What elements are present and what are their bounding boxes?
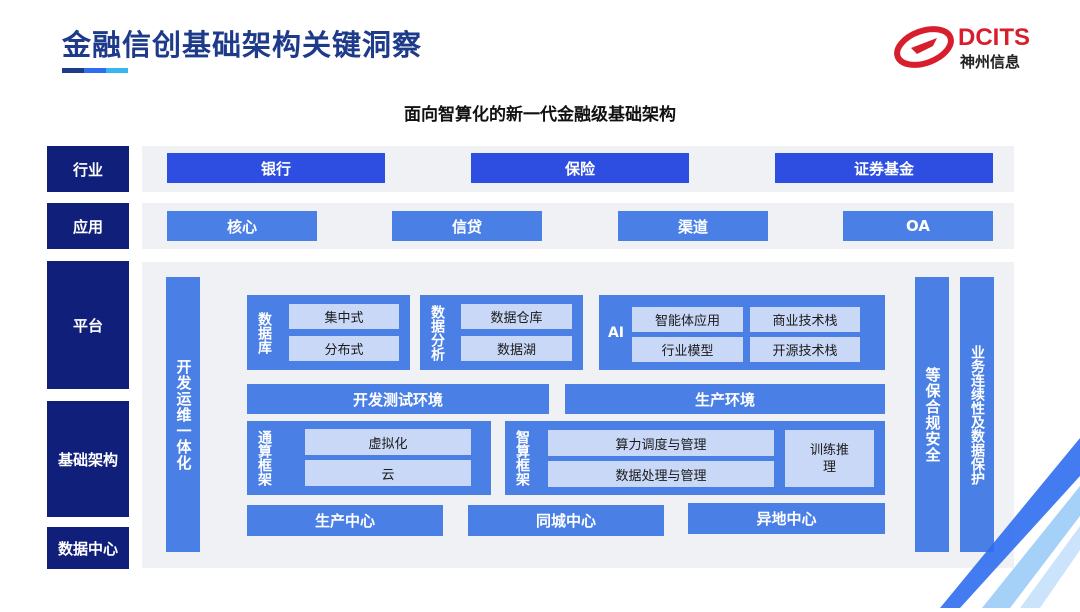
title-accent-bar-1 [62, 68, 84, 73]
training-inference: 训练推理 [785, 430, 874, 487]
data-warehouse: 数据仓库 [461, 304, 572, 329]
title-accent-bar-2 [84, 68, 106, 73]
row-label-datacenter: 数据中心 [47, 527, 129, 569]
diagram-subtitle: 面向智算化的新一代金融级基础架构 [404, 105, 676, 125]
ai-open-source-stack: 开源技术栈 [750, 337, 860, 362]
compliance-security: 等保合规安全 [915, 277, 949, 552]
cloud: 云 [305, 460, 471, 486]
logo-brand-text: DCITS [958, 24, 1030, 51]
industry-securities-funds: 证券基金 [775, 153, 993, 183]
db-distributed: 分布式 [289, 336, 399, 361]
logo-sub-text: 神州信息 [960, 53, 1021, 71]
database-label: 数据库 [256, 311, 272, 354]
compute-scheduling-management: 算力调度与管理 [548, 430, 774, 456]
data-lake: 数据湖 [461, 336, 572, 361]
app-core: 核心 [167, 211, 317, 241]
data-analysis-label: 数据分析 [429, 304, 445, 361]
ai-agent-application: 智能体应用 [632, 307, 743, 332]
row-label-application: 应用 [47, 203, 129, 249]
dc-production: 生产中心 [247, 505, 443, 536]
industry-bank: 银行 [167, 153, 385, 183]
page-title: 金融信创基础架构关键洞察 [62, 28, 423, 62]
row-label-industry: 行业 [47, 146, 129, 192]
intelligent-compute-label: 智算框架 [514, 430, 530, 486]
business-continuity-data-protection: 业务连续性及数据保护 [960, 277, 994, 552]
app-oa: OA [843, 211, 993, 241]
row-label-infrastructure: 基础架构 [47, 401, 129, 517]
ai-industry-model: 行业模型 [632, 337, 743, 362]
dc-same-city: 同城中心 [468, 505, 664, 536]
industry-insurance: 保险 [471, 153, 689, 183]
data-processing-management: 数据处理与管理 [548, 461, 774, 487]
db-centralized: 集中式 [289, 304, 399, 329]
dcits-logo-icon [893, 24, 955, 70]
production-environment: 生产环境 [565, 384, 885, 414]
ai-label: AI [607, 324, 625, 341]
title-accent-bar-3 [106, 68, 128, 73]
dc-remote: 异地中心 [688, 503, 885, 534]
row-label-platform: 平台 [47, 261, 129, 389]
virtualization: 虚拟化 [305, 429, 471, 455]
general-compute-label: 通算框架 [256, 430, 272, 486]
ai-commercial-stack: 商业技术栈 [750, 307, 860, 332]
dev-test-environment: 开发测试环境 [247, 384, 549, 414]
app-credit: 信贷 [392, 211, 542, 241]
devops-integration: 开发运维一体化 [166, 277, 200, 552]
app-channel: 渠道 [618, 211, 768, 241]
